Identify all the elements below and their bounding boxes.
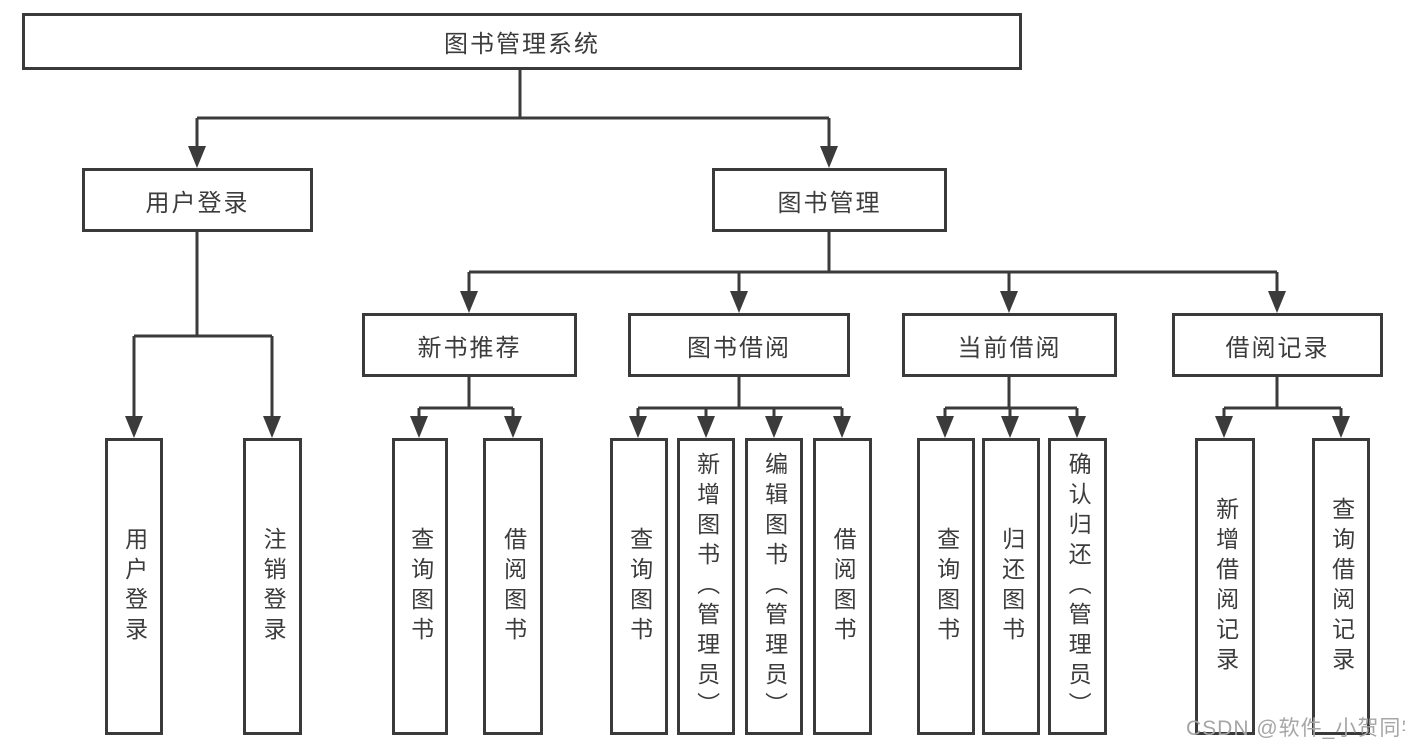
node-label: 用户登录 <box>121 526 148 647</box>
node-query-borrow-record: 查询借阅记录 <box>1312 438 1370 735</box>
node-label: 图书借阅 <box>687 334 791 362</box>
node-recommend-query-books: 查询图书 <box>392 438 448 735</box>
node-borrowing-query-books: 查询图书 <box>610 438 668 735</box>
node-label: 用户登录 <box>145 189 250 217</box>
node-user-login-action: 用户登录 <box>105 438 163 735</box>
node-label: 查询图书 <box>933 526 960 647</box>
node-new-book-recommend: 新书推荐 <box>362 313 577 377</box>
node-edit-books-admin: 编辑图书（管理员） <box>745 438 803 735</box>
node-label: 编辑图书（管理员） <box>761 451 788 722</box>
node-recommend-borrow-books: 借阅图书 <box>483 438 543 735</box>
watermark: CSDN @软件_小贺同学 <box>1186 717 1405 740</box>
node-label: 借阅图书 <box>830 526 857 647</box>
node-book-management: 图书管理 <box>712 168 947 232</box>
node-add-books-admin: 新增图书（管理员） <box>677 438 735 735</box>
node-label: 查询图书 <box>407 526 434 647</box>
node-label: 新增图书（管理员） <box>693 451 720 722</box>
node-label: 图书管理 <box>777 189 882 217</box>
node-label: 新书推荐 <box>417 334 522 362</box>
node-label: 图书管理系统 <box>444 31 600 58</box>
node-borrowing-records: 借阅记录 <box>1172 313 1383 377</box>
node-label: 查询图书 <box>626 526 653 647</box>
node-borrowing-borrow-books: 借阅图书 <box>813 438 872 735</box>
node-add-borrow-record: 新增借阅记录 <box>1195 438 1255 735</box>
node-label: 借阅记录 <box>1225 334 1330 362</box>
node-label: 注销登录 <box>260 526 287 647</box>
node-label: 归还图书 <box>998 526 1025 647</box>
node-book-borrowing: 图书借阅 <box>628 313 850 377</box>
node-logout-action: 注销登录 <box>243 438 302 735</box>
node-confirm-return-admin: 确认归还（管理员） <box>1048 438 1107 735</box>
node-current-query-books: 查询图书 <box>917 438 975 735</box>
node-label: 确认归还（管理员） <box>1065 451 1092 722</box>
node-return-books: 归还图书 <box>982 438 1040 735</box>
node-label: 当前借阅 <box>957 334 1062 362</box>
node-label: 新增借阅记录 <box>1212 496 1239 677</box>
node-current-borrowing: 当前借阅 <box>902 313 1117 377</box>
node-root-library-system: 图书管理系统 <box>22 13 1022 70</box>
node-user-login-module: 用户登录 <box>82 168 313 232</box>
node-label: 查询借阅记录 <box>1328 496 1355 677</box>
node-label: 借阅图书 <box>500 526 527 647</box>
